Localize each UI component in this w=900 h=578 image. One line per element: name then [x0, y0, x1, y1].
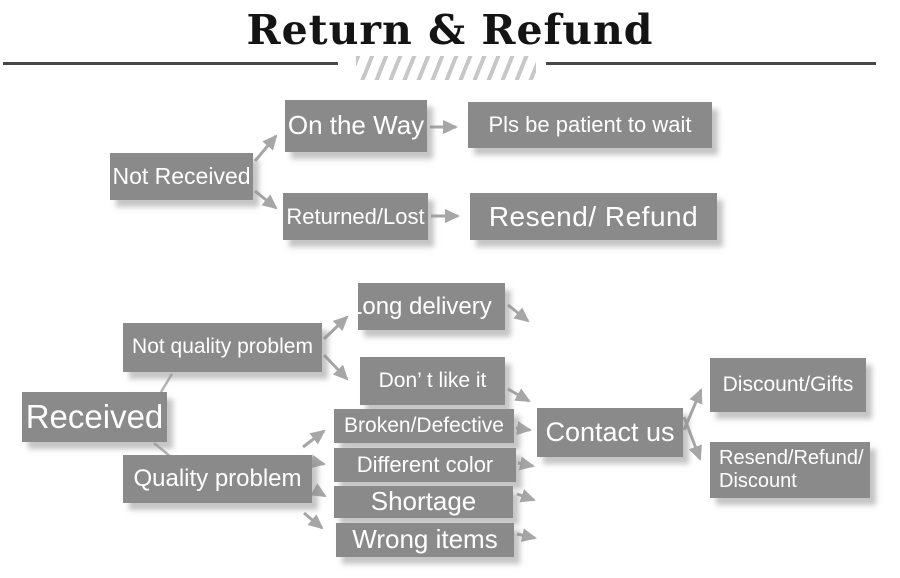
node-on-the-way: On the Way: [285, 100, 427, 152]
title-hatch-decoration: [356, 56, 536, 80]
node-discount-gifts: Discount/Gifts: [710, 358, 866, 412]
title-rule-right: [546, 62, 876, 65]
page-title: Return & Refund: [246, 6, 654, 54]
node-shortage: Shortage: [334, 486, 513, 518]
node-not-received: Not Received: [110, 153, 253, 200]
node-resend-refund-discount-line1: Resend/Refund/: [719, 447, 864, 469]
node-long-delivery: Long delivery: [358, 283, 505, 330]
node-resend-refund-discount-line2: Discount: [719, 470, 797, 492]
node-resend-refund-discount: Resend/Refund/ Discount: [710, 442, 870, 498]
node-broken-defective: Broken/Defective: [334, 409, 514, 443]
node-dont-like-it: Don’ t like it: [360, 357, 505, 405]
node-quality-problem: Quality problem: [123, 455, 312, 503]
node-received: Received: [22, 392, 167, 442]
node-resend-refund: Resend/ Refund: [470, 193, 717, 240]
node-returned-lost: Returned/Lost: [283, 193, 428, 240]
node-different-color: Different color: [334, 448, 516, 482]
node-wrong-items: Wrong items: [336, 523, 514, 557]
node-pls-be-patient-to-wait: Pls be patient to wait: [468, 102, 712, 148]
node-not-quality-problem: Not quality problem: [123, 323, 322, 372]
node-long-delivery-label: Long delivery: [358, 292, 492, 320]
node-contact-us: Contact us: [537, 408, 683, 457]
title-rule-left: [3, 62, 338, 65]
